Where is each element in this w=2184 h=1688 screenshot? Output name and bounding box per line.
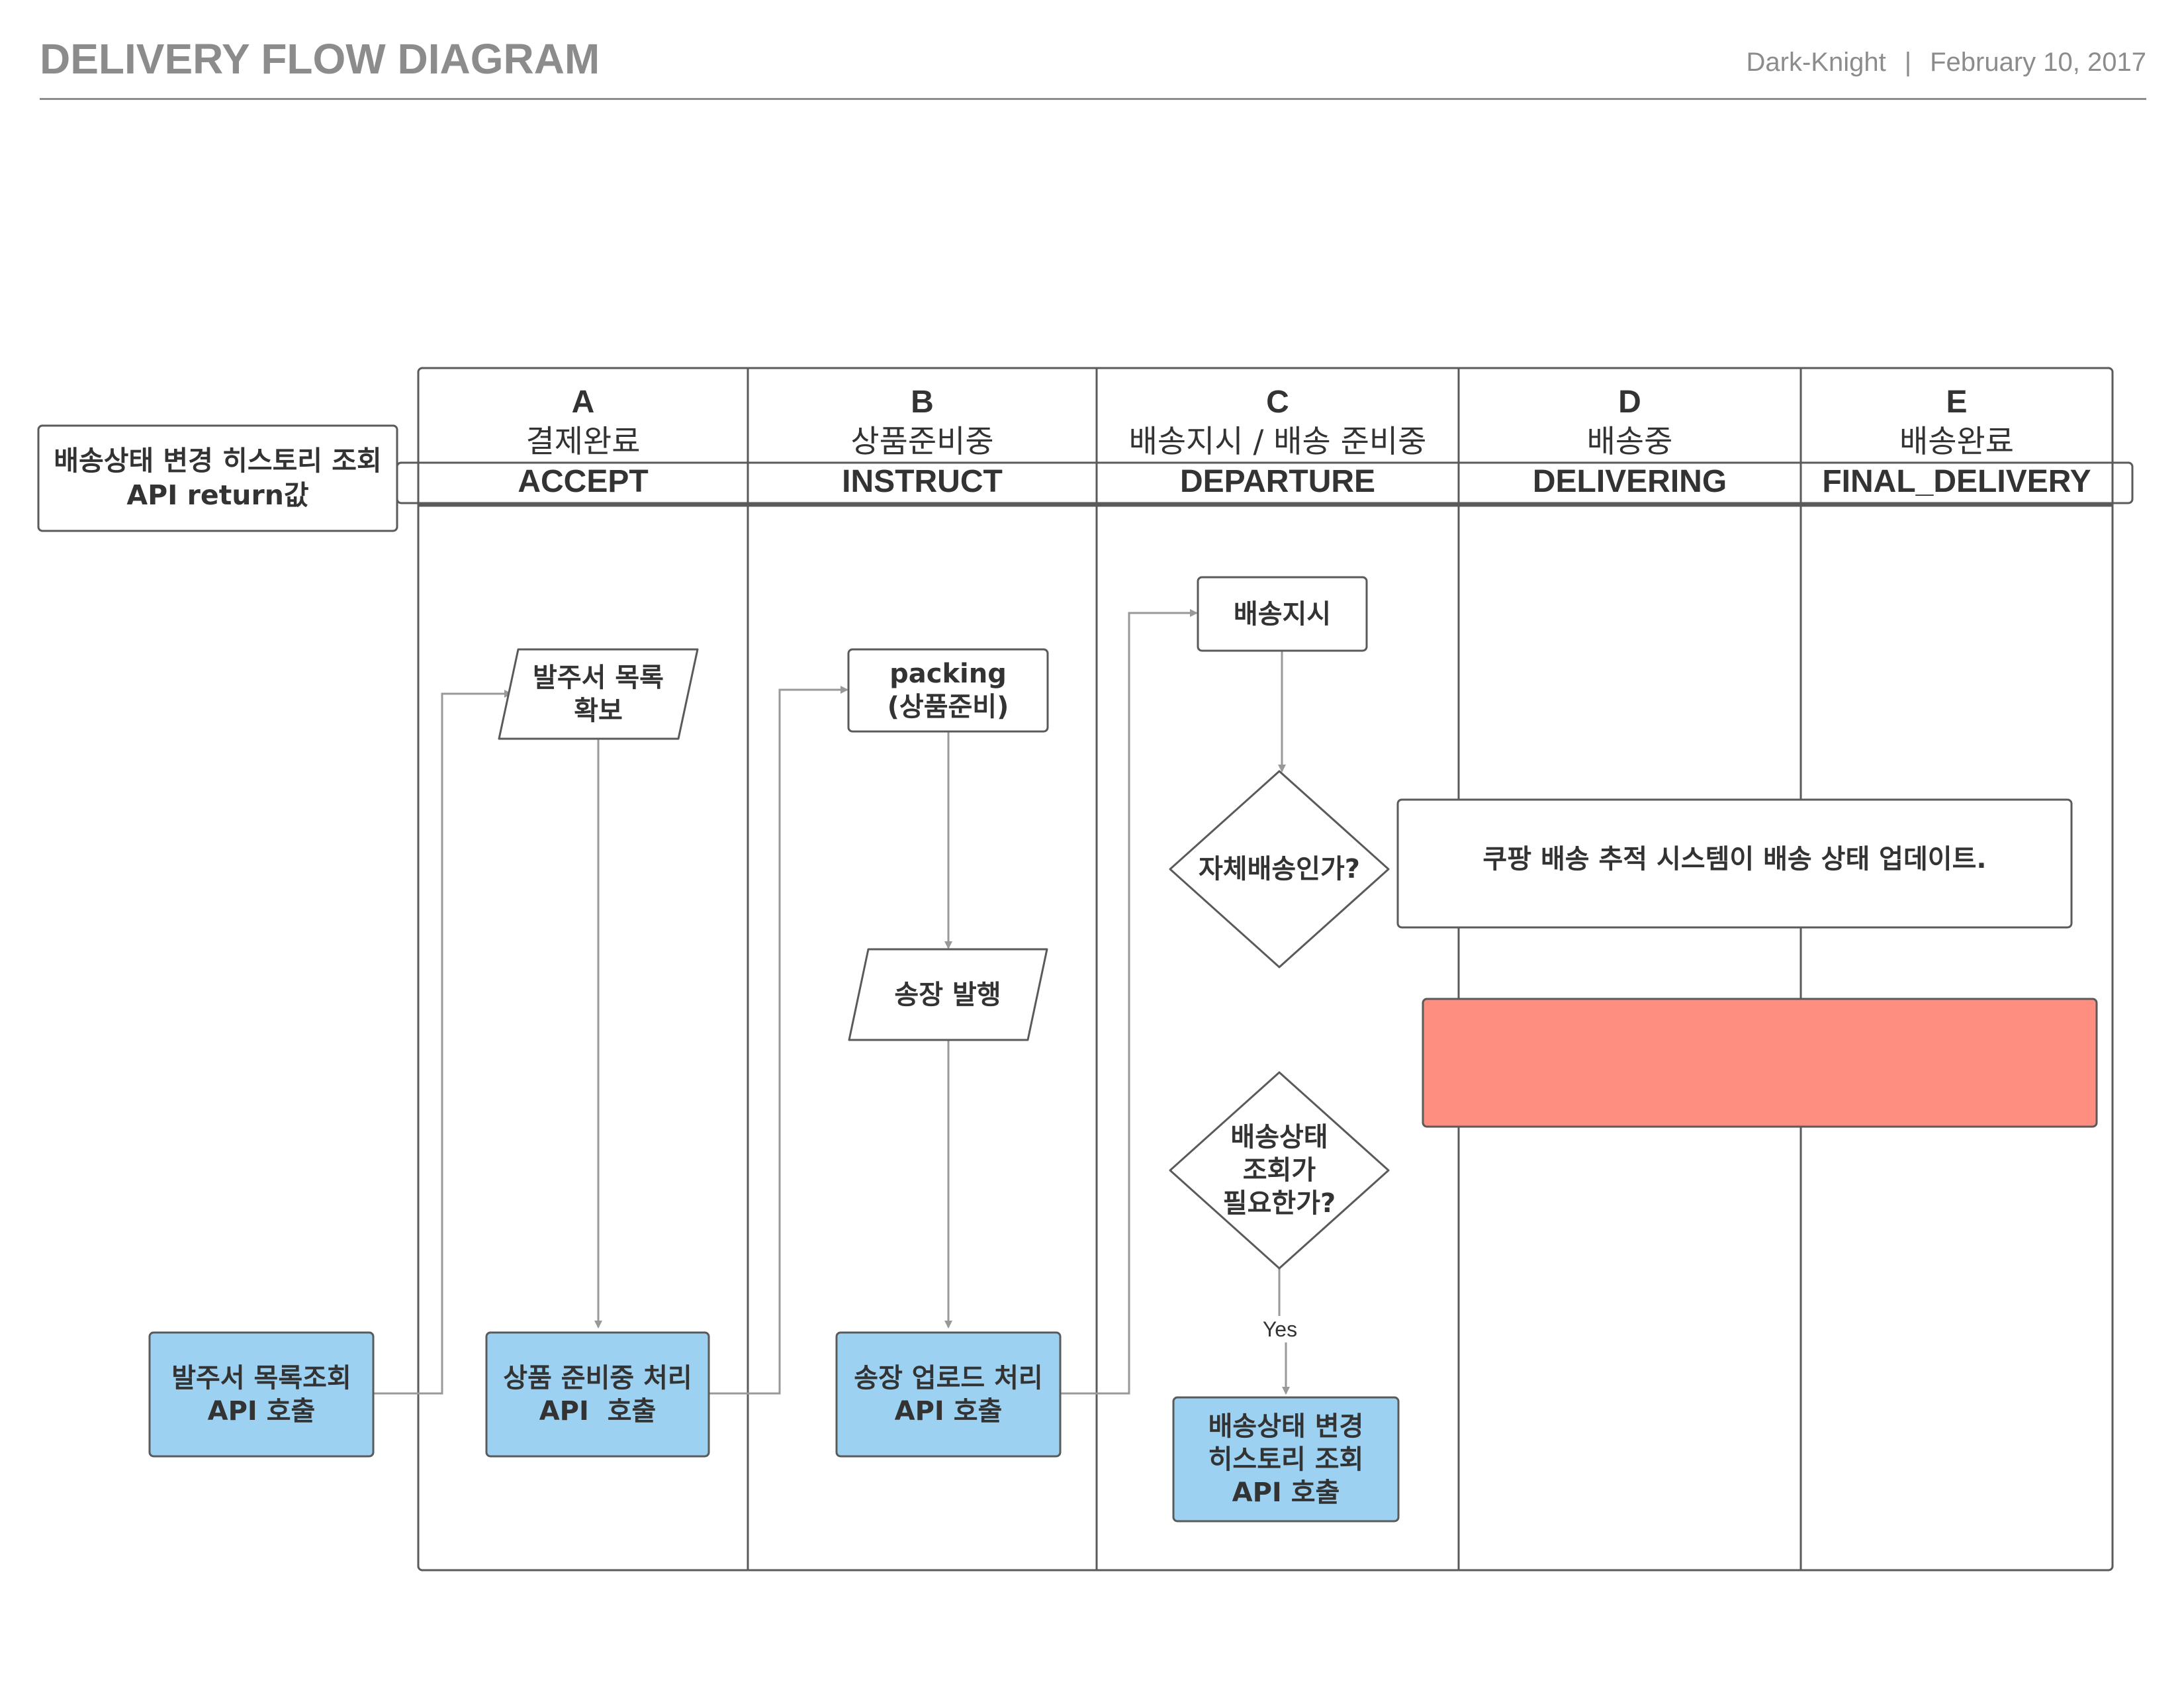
lane-code: ACCEPT <box>518 464 649 499</box>
node-line: 송장 발행 <box>894 979 1001 1010</box>
lane-korean: 상품준비중 <box>850 424 994 460</box>
status-check-question: 배송상태 조회가 필요한가? <box>1170 1072 1388 1268</box>
node-line: 발주서 목록 <box>533 662 664 693</box>
side-label-line1: 배송상태 변경 히스토리 조회 <box>54 445 382 477</box>
node-line: API 호출 <box>539 1395 657 1427</box>
node-line: API 호출 <box>1232 1477 1340 1508</box>
lane-korean: 결제완료 <box>525 424 641 460</box>
lane-korean: 배송중 <box>1586 424 1673 460</box>
node-line: 배송상태 <box>1230 1122 1328 1152</box>
node-line: 배송상태 변경 <box>1208 1411 1364 1442</box>
lane-header-c: C 배송지시 / 배송 준비중 DEPARTURE <box>1097 383 1459 502</box>
yes-label-background <box>1260 1316 1300 1342</box>
invoice-issue-shape <box>848 948 1048 1041</box>
lane-code: FINAL_DELIVERY <box>1822 464 2091 499</box>
highlight-box <box>1422 998 2098 1128</box>
node-line: 송장 업로드 처리 <box>854 1362 1043 1393</box>
lane-letter: C <box>1266 385 1289 420</box>
history-api-label: 배송상태 변경 히스토리 조회 API 호출 <box>1173 1397 1398 1521</box>
swimlane-frame <box>417 367 2114 1571</box>
self-delivery-question: 자체배송인가? <box>1170 771 1388 967</box>
packing-label: packing (상품준비) <box>848 649 1048 731</box>
node-line: 확보 <box>574 695 623 726</box>
lane-korean: 배송지시 / 배송 준비중 <box>1128 424 1427 460</box>
node-line: 상품 준비중 처리 <box>503 1362 692 1393</box>
page-title: DELIVERY FLOW DIAGRAM <box>40 35 600 83</box>
lane-letter: E <box>1946 385 1968 420</box>
side-label-line2: API return값 <box>126 479 309 511</box>
lane-letter: B <box>911 385 934 420</box>
meta-separator: | <box>1904 48 1912 77</box>
order-list-api-label: 발주서 목록조회 API 호출 <box>150 1333 373 1456</box>
node-line: API 호출 <box>207 1395 316 1427</box>
connector <box>373 690 512 1395</box>
lane-korean: 배송완료 <box>1899 424 2014 460</box>
invoice-upload-api-label: 송장 업로드 처리 API 호출 <box>837 1333 1060 1456</box>
prepare-api-label: 상품 준비중 처리 API 호출 <box>486 1333 709 1456</box>
node-line: 쿠팡 배송 추적 시스템이 배송 상태 업데이트. <box>1482 844 1987 874</box>
side-label: 배송상태 변경 히스토리 조회 API return값 <box>38 426 397 531</box>
order-list-api-box <box>148 1331 375 1458</box>
prepare-api-box <box>485 1331 710 1458</box>
node-line: 발주서 목록조회 <box>171 1362 351 1393</box>
node-line: 배송지시 <box>1233 598 1332 630</box>
coupang-note-label: 쿠팡 배송 추적 시스템이 배송 상태 업데이트. <box>1398 800 2071 919</box>
lane-header-b: B 상품준비중 INSTRUCT <box>748 383 1097 502</box>
node-line: packing <box>889 659 1007 689</box>
history-api-box <box>1172 1396 1400 1523</box>
dispatch-box <box>1197 576 1368 652</box>
node-line: 조회가 <box>1242 1155 1316 1186</box>
header-divider <box>40 98 2146 100</box>
coupang-note-box <box>1396 798 2073 929</box>
lane-code: DEPARTURE <box>1179 464 1376 499</box>
secure-order-list-shape <box>498 648 699 740</box>
self-delivery-decision <box>1169 770 1390 968</box>
lane-letter: A <box>571 385 595 420</box>
header-meta: Dark-Knight | February 10, 2017 <box>1747 48 2146 77</box>
author-name: Dark-Knight <box>1746 48 1886 77</box>
connector <box>1060 609 1198 1395</box>
node-line: (상품준비) <box>887 692 1009 722</box>
node-line: API 호출 <box>894 1395 1003 1427</box>
lane-code: INSTRUCT <box>842 464 1003 499</box>
invoice-issue-label: 송장 발행 <box>858 949 1037 1040</box>
lane-code: DELIVERING <box>1532 464 1727 499</box>
secure-order-list-label: 발주서 목록 확보 <box>510 649 687 739</box>
yes-label: Yes <box>1262 1317 1298 1341</box>
dispatch-label: 배송지시 <box>1198 577 1367 651</box>
document-date: February 10, 2017 <box>1930 48 2146 77</box>
node-line: 히스토리 조회 <box>1208 1444 1364 1475</box>
lane-header-d: D 배송중 DELIVERING <box>1459 383 1801 502</box>
lane-header-a: A 결제완료 ACCEPT <box>418 383 748 502</box>
status-check-decision <box>1169 1071 1390 1270</box>
return-value-band <box>396 461 2134 504</box>
node-line: 자체배송인가? <box>1198 854 1360 884</box>
lane-header-e: E 배송완료 FINAL_DELIVERY <box>1801 383 2113 502</box>
connector <box>709 686 848 1395</box>
invoice-upload-api-box <box>835 1331 1062 1458</box>
lane-letter: D <box>1618 385 1641 420</box>
packing-box <box>847 648 1049 733</box>
node-line: 필요한가? <box>1222 1188 1336 1219</box>
